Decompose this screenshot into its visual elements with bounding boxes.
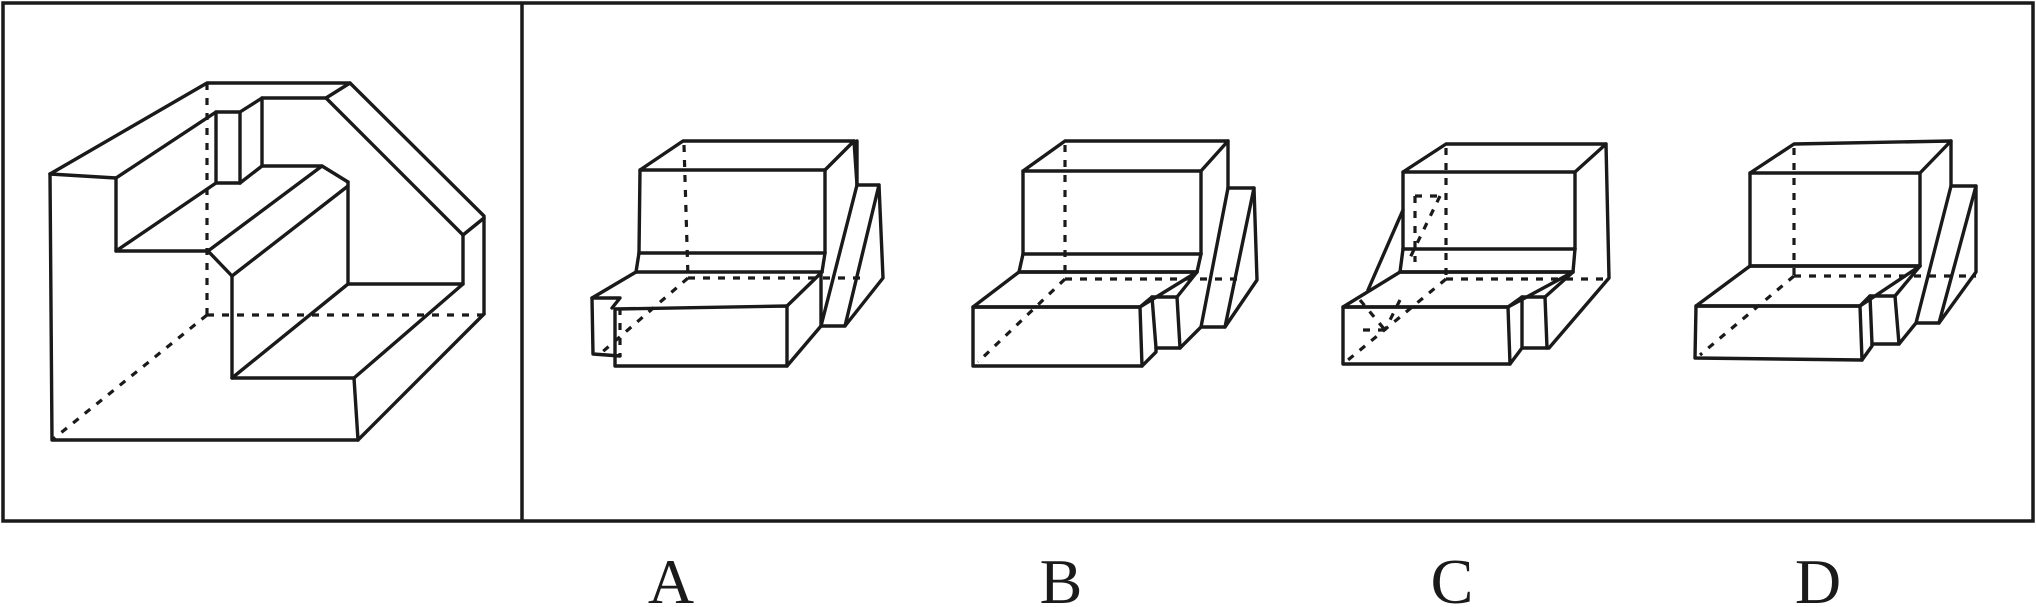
option-label-c: C — [1431, 546, 1474, 607]
option-b-3d-block-icon — [971, 139, 1259, 368]
option-label-d: D — [1795, 546, 1841, 607]
option-label-a: A — [648, 546, 694, 607]
option-label-b: B — [1040, 546, 1083, 607]
option-d-3d-block-icon — [1693, 139, 1978, 362]
option-c-3d-block-icon — [1341, 142, 1611, 366]
figure-frame — [1, 1, 2035, 523]
option-a-3d-block-icon — [590, 139, 885, 368]
stepped-block-3d-icon — [48, 81, 486, 442]
